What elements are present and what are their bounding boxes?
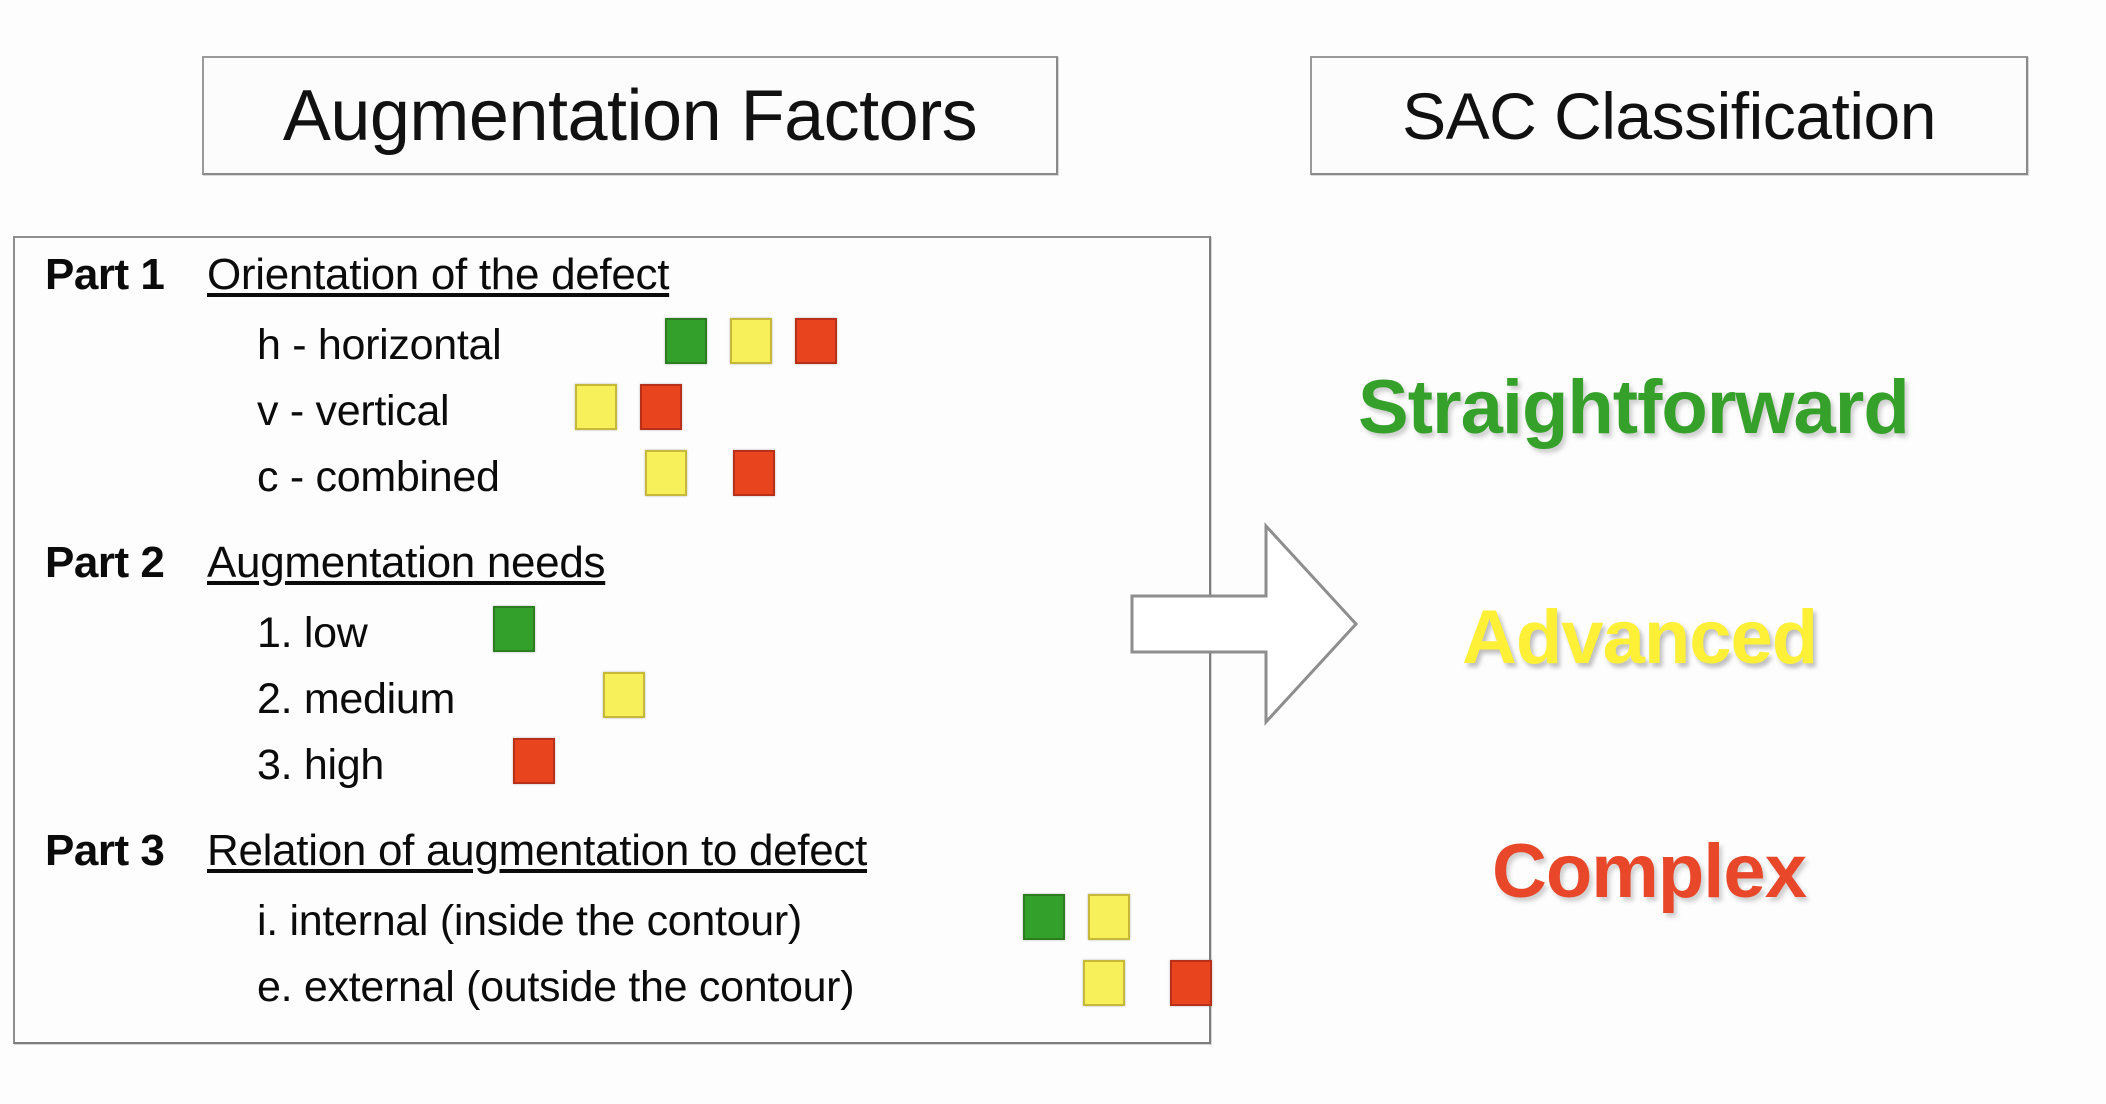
chip-group-v-vertical <box>575 384 705 430</box>
chip-yellow <box>1083 960 1125 1006</box>
part-block-1: Part 1 Orientation of the defect h - hor… <box>15 250 1209 510</box>
classification-complex: Complex <box>1492 829 1807 914</box>
part-1-label: Part 1 <box>45 250 165 299</box>
right-block-arrow-icon <box>1128 514 1360 734</box>
option-row[interactable]: e. external (outside the contour) <box>15 954 1212 1020</box>
option-row[interactable]: c - combined <box>15 444 1209 510</box>
option-row[interactable]: h - horizontal <box>15 312 1209 378</box>
part-3-header: Part 3 Relation of augmentation to defec… <box>15 826 1209 888</box>
option-label-v-vertical: v - vertical <box>257 386 450 435</box>
chip-group-external <box>1083 960 1235 1006</box>
option-label-external: e. external (outside the contour) <box>257 962 855 1011</box>
option-label-low: 1. low <box>257 608 368 657</box>
part-1-title: Orientation of the defect <box>207 250 670 299</box>
chip-green <box>1023 894 1065 940</box>
part-block-3: Part 3 Relation of augmentation to defec… <box>15 826 1212 1020</box>
chip-red <box>795 318 837 364</box>
chip-green <box>493 606 535 652</box>
chip-green <box>665 318 707 364</box>
augmentation-factors-title-box: Augmentation Factors <box>202 56 1058 175</box>
option-row[interactable]: v - vertical <box>15 378 1209 444</box>
option-label-h-horizontal: h - horizontal <box>257 320 502 369</box>
chip-yellow <box>1088 894 1130 940</box>
part-2-title: Augmentation needs <box>207 538 606 587</box>
chip-yellow <box>730 318 772 364</box>
chip-group-low <box>493 606 558 652</box>
sac-classification-title-box: SAC Classification <box>1310 56 2028 175</box>
page-title-left: Augmentation Factors <box>282 75 978 156</box>
option-label-medium: 2. medium <box>257 674 456 723</box>
chip-group-medium <box>603 672 668 718</box>
chip-group-internal <box>1023 894 1153 940</box>
part-3-label: Part 3 <box>45 826 165 875</box>
part-1-header: Part 1 Orientation of the defect <box>15 250 1209 312</box>
classification-straightforward: Straightforward <box>1358 365 1910 450</box>
chip-red <box>640 384 682 430</box>
part-2-label: Part 2 <box>45 538 165 587</box>
option-label-c-combined: c - combined <box>257 452 500 501</box>
chip-yellow <box>603 672 645 718</box>
chip-group-high <box>513 738 578 784</box>
part-block-2: Part 2 Augmentation needs 1. low 2. medi… <box>15 538 1209 798</box>
chip-group-c-combined <box>645 450 798 496</box>
classification-advanced: Advanced <box>1462 595 1818 680</box>
option-row[interactable]: 2. medium <box>15 666 1209 732</box>
option-label-high: 3. high <box>257 740 385 789</box>
option-row[interactable]: 1. low <box>15 600 1209 666</box>
option-row[interactable]: i. internal (inside the contour) <box>15 888 1209 954</box>
chip-yellow <box>645 450 687 496</box>
chip-red <box>733 450 775 496</box>
augmentation-factors-panel: Part 1 Orientation of the defect h - hor… <box>13 236 1212 1044</box>
chip-red <box>1170 960 1212 1006</box>
part-2-header: Part 2 Augmentation needs <box>15 538 1209 600</box>
option-label-internal: i. internal (inside the contour) <box>257 896 802 945</box>
chip-group-h-horizontal <box>665 318 860 364</box>
page-title-right: SAC Classification <box>1402 78 1936 153</box>
option-row[interactable]: 3. high <box>15 732 1209 798</box>
chip-yellow <box>575 384 617 430</box>
chip-red <box>513 738 555 784</box>
part-3-title: Relation of augmentation to defect <box>207 826 868 875</box>
